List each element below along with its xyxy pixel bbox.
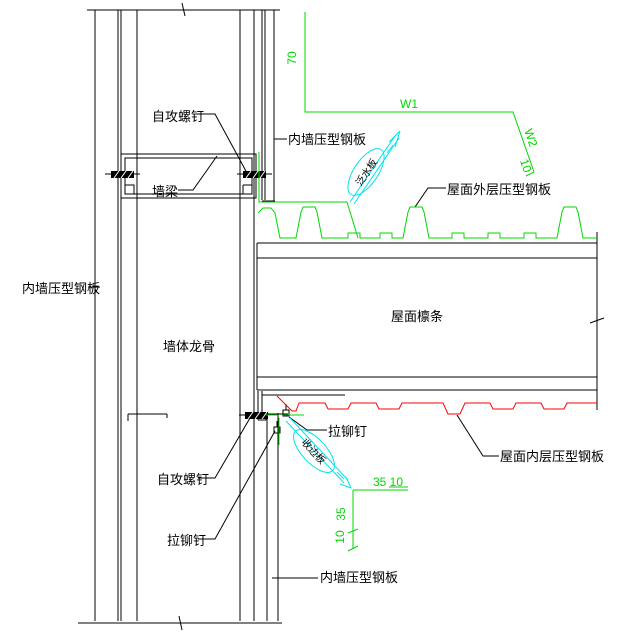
dimension-texts: 70 W1 W2 10 35 10 35 10 (285, 51, 540, 544)
text-labels: 自攻螺钉 墙梁 内墙压型钢板 墙体龙骨 内墙压型钢板 屋面外层压型钢板 屋面檩条… (22, 109, 604, 585)
rivet-symbol-lower (273, 421, 281, 434)
label-self-tapping-screw-bottom: 自攻螺钉 (157, 472, 209, 487)
label-roof-purlin: 屋面檩条 (391, 309, 443, 324)
wall-structure-lines (78, 2, 282, 631)
label-wall-beam: 墙梁 (152, 184, 178, 199)
screw-symbol-left (105, 170, 140, 179)
roof-outer-sheet-profile (257, 206, 597, 239)
dim-flashing-hem: 10 (517, 157, 535, 174)
corner-trim-angle (257, 391, 345, 421)
label-self-tapping-screw-top: 自攻螺钉 (152, 109, 204, 124)
screw-symbol-right (237, 170, 272, 179)
label-wall-stud: 墙体龙骨 (163, 339, 215, 354)
label-roof-inner-panel: 屋面内层压型钢板 (500, 449, 604, 464)
leader-lines (88, 113, 499, 579)
label-roof-outer-panel: 屋面外层压型钢板 (447, 182, 551, 197)
dim-trim-vertical-lower: 10 (333, 530, 347, 544)
label-inner-wall-panel-right-top: 内墙压型钢板 (288, 132, 366, 147)
dim-flashing-top-run: W1 (400, 97, 418, 111)
roof-purlin-section (256, 232, 605, 410)
dim-flashing-slope: W2 (521, 127, 540, 149)
flashing-profile-dimension-figure (304, 12, 535, 177)
label-inner-wall-panel-left: 内墙压型钢板 (22, 281, 100, 296)
dim-flashing-height: 70 (285, 51, 299, 65)
label-blind-rivet-bottom: 拉铆钉 (167, 533, 206, 548)
label-inner-wall-panel-bottom: 内墙压型钢板 (320, 570, 398, 585)
dim-trim-vertical-upper: 35 (334, 507, 348, 521)
flashing-installed (258, 152, 359, 239)
roof-inner-sheet-profile (276, 395, 597, 415)
wall-beam-section (120, 153, 257, 199)
edge-trim-installed (266, 414, 304, 445)
edge-trim-profile-dimension-figure (347, 486, 408, 552)
dim-trim-horizontal: 35 10 (373, 475, 403, 489)
label-blind-rivet-top: 拉铆钉 (328, 424, 367, 439)
